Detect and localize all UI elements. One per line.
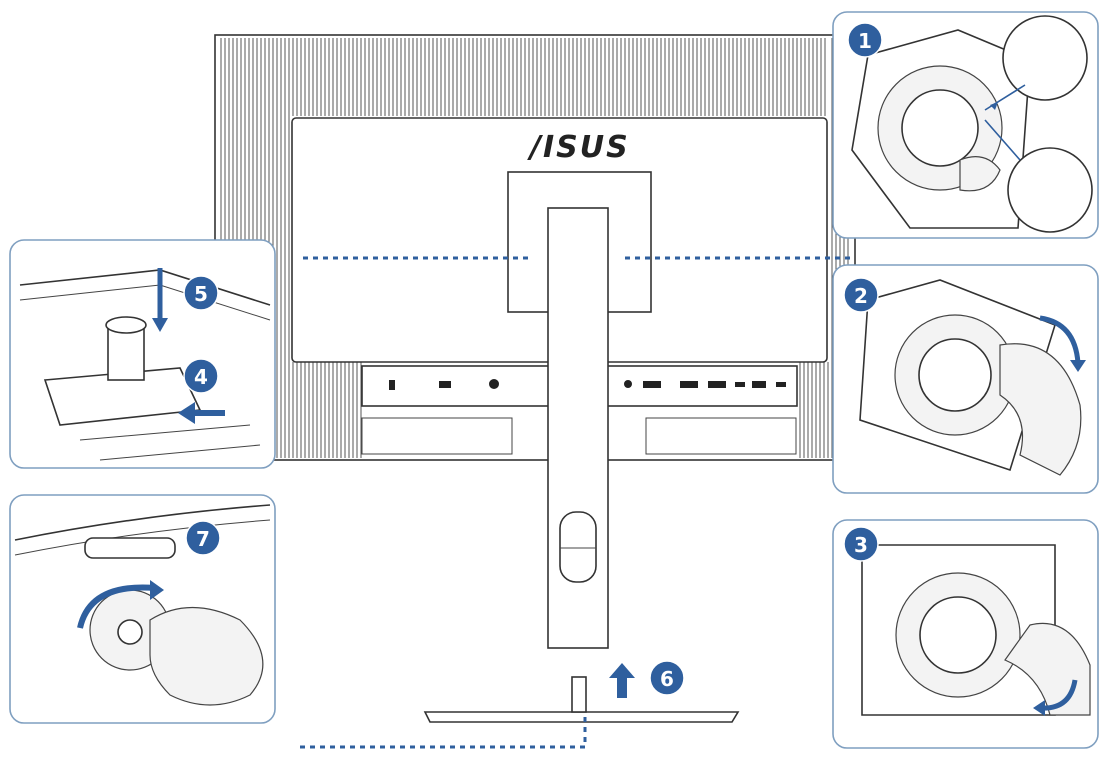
step-badge-6: 6: [649, 660, 685, 696]
port-icon: [624, 380, 632, 388]
port-icon: [389, 380, 395, 390]
detail-zoom: [1002, 15, 1088, 101]
port-icon: [489, 379, 499, 389]
straight-arrow-icon: [178, 402, 225, 424]
base-post: [571, 676, 587, 713]
speaker-grille-right: [645, 417, 797, 455]
panel-step-3: [832, 519, 1099, 749]
screw-icon: [117, 619, 143, 645]
panel-step-2: [832, 264, 1099, 494]
cable-clip: [559, 511, 597, 583]
svg-text:7: 7: [196, 527, 210, 551]
monitor-rear-view: /ISUS: [214, 34, 856, 723]
port-icon: [439, 381, 451, 388]
stand-column: [107, 324, 145, 381]
port-icon: [708, 381, 726, 388]
port-icon: [735, 382, 745, 387]
asus-logo: /ISUS: [527, 130, 630, 165]
detail-zoom: [1007, 147, 1093, 233]
panel-step-7: [9, 494, 276, 724]
step-badge-3: 3: [843, 526, 879, 562]
panel-step-1: [832, 11, 1099, 239]
step-badge-5: 5: [183, 275, 219, 311]
hand-icon: [999, 343, 1082, 476]
curved-arrow-icon: [77, 584, 156, 629]
port-icon: [680, 381, 698, 388]
step-badge-1: 1: [847, 22, 883, 58]
svg-text:6: 6: [660, 667, 674, 691]
port-icon: [643, 381, 661, 388]
straight-arrow-icon: [609, 663, 635, 698]
screw-slot: [84, 537, 176, 559]
port-icon: [776, 382, 786, 387]
port-icons: [389, 379, 786, 390]
port-icon: [752, 381, 766, 388]
stand-base: [423, 711, 740, 723]
step-badge-4: 4: [183, 358, 219, 394]
guide-line: [300, 712, 587, 749]
panel-step-4-5: [9, 239, 276, 469]
speaker-grille-left: [361, 417, 513, 455]
hand-icon: [959, 156, 1001, 192]
svg-text:1: 1: [858, 29, 872, 53]
svg-text:2: 2: [854, 284, 868, 308]
hand-icon: [149, 606, 264, 706]
svg-text:5: 5: [194, 282, 208, 306]
svg-text:3: 3: [854, 533, 868, 557]
step-badge-7: 7: [185, 520, 221, 556]
step-badge-2: 2: [843, 277, 879, 313]
svg-text:4: 4: [194, 365, 208, 389]
curved-arrow-icon: [1039, 315, 1081, 364]
